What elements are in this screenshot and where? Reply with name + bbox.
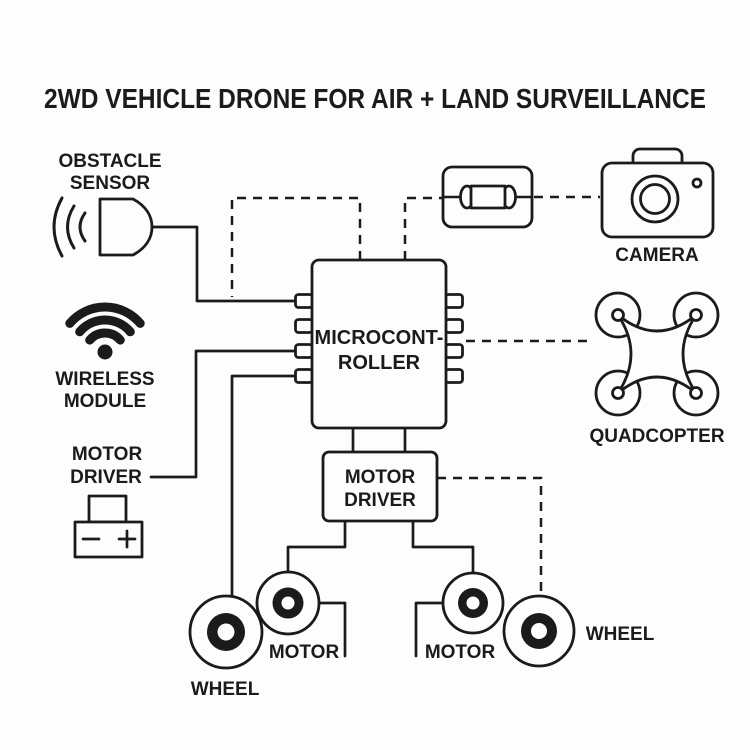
microcontroller-label-line1: MICROCONT- (315, 327, 444, 349)
hub-bottom-left (611, 386, 625, 400)
battery-icon (73, 494, 144, 559)
wave-arc-outer (52, 196, 64, 258)
microcontroller-label-line2: ROLLER (338, 352, 421, 374)
battery-plus-sign (117, 529, 137, 549)
quadcopter-label: QUADCOPTER (589, 426, 724, 447)
motor-driver-left-label-line2: DRIVER (70, 467, 142, 488)
motor-left-label: MOTOR (269, 642, 340, 663)
motor-icon-right (441, 571, 505, 635)
wifi-arc-middle (75, 315, 135, 337)
sensor-wave-arcs-icon (52, 196, 87, 258)
microcontroller-pins (294, 293, 464, 384)
quadcopter-group: QUADCOPTER (589, 291, 725, 447)
motor-left-hole (281, 596, 295, 610)
fuse-body (469, 184, 507, 210)
hub-top-right (689, 308, 703, 322)
motor-driver-box-group: MOTOR DRIVER (321, 450, 439, 523)
wheel-icon-right (502, 594, 576, 668)
camera-lens-inner (639, 183, 671, 215)
camera-group: CAMERA (600, 147, 715, 266)
wifi-dot (97, 344, 113, 360)
microcontroller-group: MICROCONT- ROLLER (294, 258, 464, 430)
camera-flash-dot (691, 177, 703, 189)
wheel-icon-left (188, 594, 264, 670)
quadcopter-body (616, 313, 698, 395)
mcu-pin-right-1 (444, 293, 464, 309)
mcu-pin-right-4 (444, 368, 464, 384)
dashed-wire-mcu-to-power-module (403, 196, 442, 260)
wifi-icon (65, 302, 145, 360)
motor-icon-left (255, 570, 321, 636)
quadcopter-icon (594, 291, 720, 417)
wheel-right-group: WHEEL (502, 594, 655, 668)
wheel-right-label: WHEEL (586, 624, 655, 645)
wire-sensor-to-mcu (150, 225, 297, 303)
obstacle-sensor-label-line2: SENSOR (70, 173, 151, 194)
motor-driver-box-label-line2: DRIVER (344, 490, 416, 511)
dashed-wires (230, 195, 600, 592)
motor-right-hole (466, 596, 480, 610)
wheel-left-hole (217, 623, 235, 641)
wireless-module-label-line1: WIRELESS (55, 369, 154, 390)
wheel-right-hole (531, 623, 547, 639)
wifi-arc-outer (65, 302, 145, 328)
hub-top-left (611, 308, 625, 322)
wave-arc-middle (66, 204, 76, 250)
hub-bottom-right (689, 386, 703, 400)
mcu-pin-left-3 (294, 343, 314, 359)
motor-driver-box-body (321, 450, 439, 523)
wheel-left-group: WHEEL (188, 594, 264, 700)
motor-left-group: MOTOR (255, 570, 340, 663)
dashed-wire-motor-driver-to-right-wheel (437, 476, 543, 592)
obstacle-sensor-group: OBSTACLE SENSOR (52, 151, 162, 258)
wire-mcu-to-left-wheel (230, 374, 297, 598)
wireless-module-label-line2: MODULE (64, 391, 146, 412)
motor-right-label: MOTOR (425, 642, 496, 663)
mcu-pin-left-4 (294, 368, 314, 384)
motor-driver-box-label-line1: MOTOR (345, 467, 416, 488)
wireless-module-group: WIRELESS MODULE (55, 302, 155, 412)
camera-icon (600, 147, 715, 239)
camera-label: CAMERA (615, 245, 699, 266)
wave-arc-inner (78, 211, 87, 243)
mcu-pin-right-3 (444, 343, 464, 359)
wire-motor-driver-to-right-motor (411, 519, 475, 574)
mcu-pin-right-2 (444, 318, 464, 334)
wire-motor-driver-to-left-motor (286, 519, 347, 573)
page-title: 2WD VEHICLE DRONE FOR AIR + LAND SURVEIL… (44, 83, 706, 114)
mcu-pin-left-1 (294, 293, 314, 309)
power-module-group (441, 165, 534, 229)
wifi-arc-inner (85, 328, 125, 345)
leader-line-right-motor (414, 601, 445, 658)
microcontroller-body (310, 258, 448, 430)
motor-driver-left-group: MOTOR DRIVER (70, 444, 144, 559)
wheel-left-label: WHEEL (191, 679, 260, 700)
solid-wires (149, 225, 475, 658)
obstacle-sensor-label-line1: OBSTACLE (58, 151, 161, 172)
wire-motor-driver-label-to-mcu (149, 349, 297, 479)
proximity-sensor-icon (98, 197, 154, 257)
motor-driver-left-label-line1: MOTOR (72, 444, 143, 465)
mcu-pin-left-2 (294, 318, 314, 334)
leader-line-left-motor (317, 601, 347, 658)
fuse-icon (459, 184, 517, 210)
battery-tab (87, 494, 128, 524)
motor-right-group: MOTOR (425, 571, 505, 663)
